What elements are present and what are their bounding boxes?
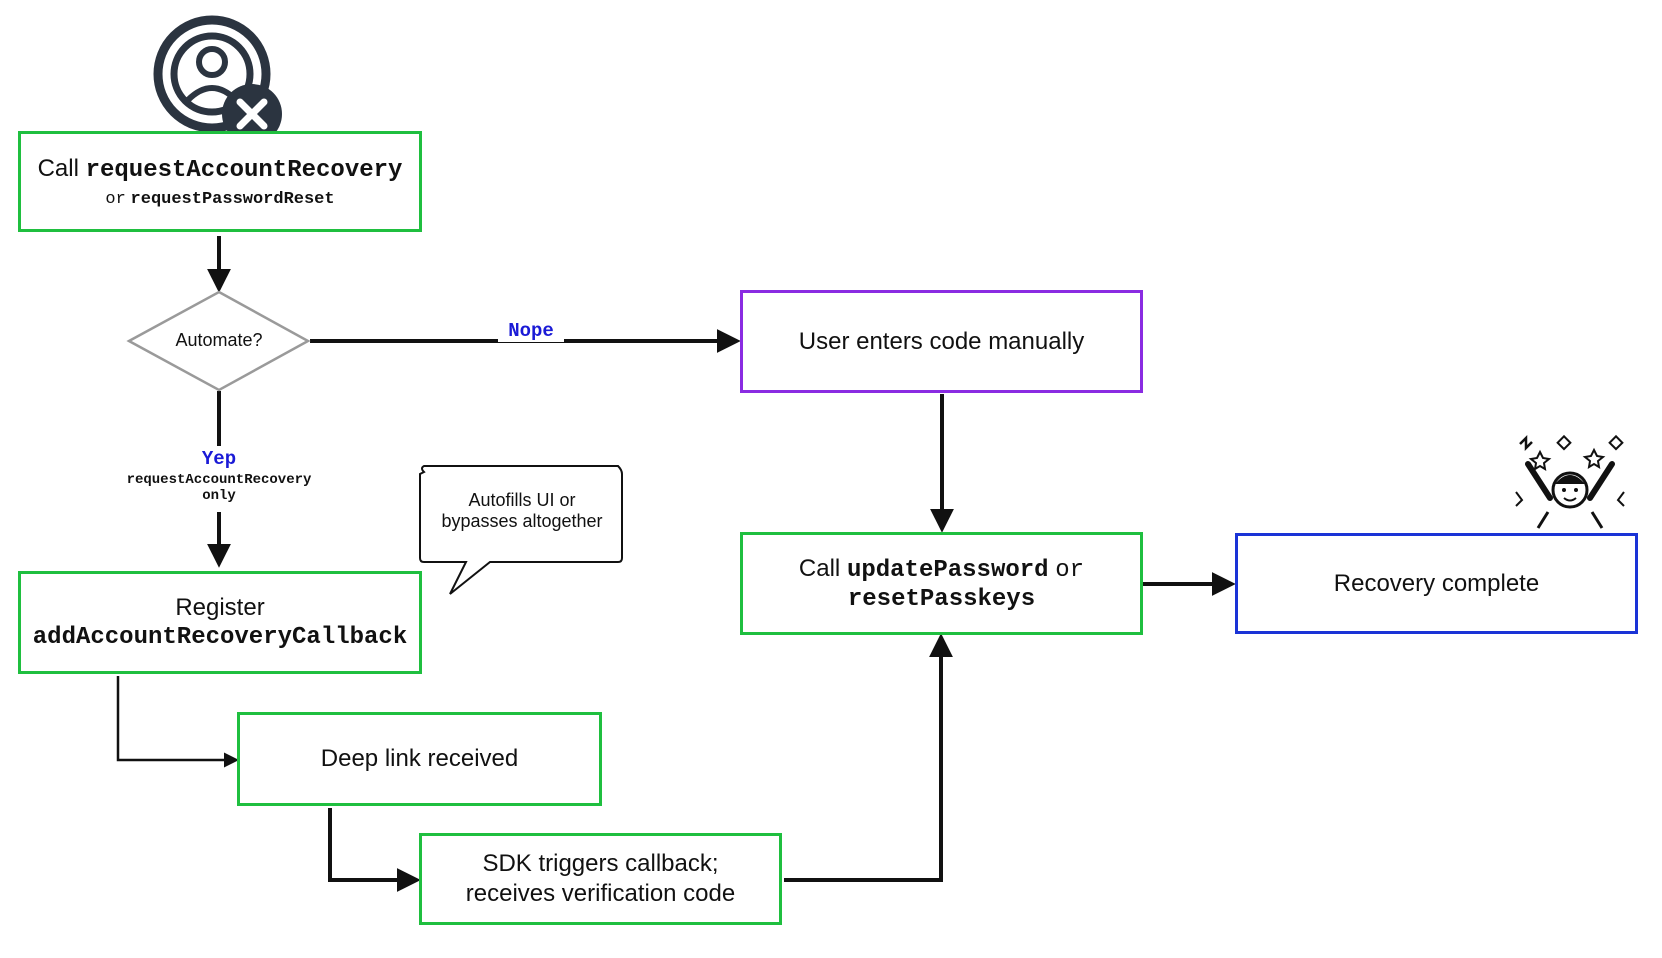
edge-deeplink-sdk — [328, 808, 421, 892]
update-line1: Call updatePassword or — [799, 555, 1084, 584]
decision-label: Automate? — [175, 330, 263, 350]
register-code: addAccountRecoveryCallback — [32, 624, 408, 651]
edge-yep-note2: only — [202, 488, 236, 504]
deeplink-label: Deep link received — [320, 745, 519, 772]
start-alt-prefix: or — [105, 189, 126, 209]
edge-yep-note1: requestAccountRecovery — [126, 472, 312, 488]
start-code: requestAccountRecovery — [85, 156, 403, 184]
sdk-line1: SDK triggers callback; — [482, 850, 719, 877]
update-code2: resetPasskeys — [847, 585, 1036, 613]
start-alt-code: requestPasswordReset — [130, 189, 335, 209]
start-prefix: Call — [37, 154, 79, 182]
decision-diamond — [126, 290, 311, 392]
edge-sdk-update — [784, 633, 953, 882]
update-code1: updatePassword — [846, 556, 1049, 584]
callout-text: Autofills UI or bypasses altogether — [422, 490, 622, 532]
update-or: or — [1055, 556, 1085, 584]
callout-line2: bypasses altogether — [441, 511, 603, 531]
node-sdk: SDK triggers callback; receives verifica… — [419, 833, 782, 925]
register-prefix: Register — [175, 594, 265, 621]
node-manual: User enters code manually — [740, 290, 1143, 393]
edge-yep-label: Yep — [201, 448, 237, 470]
edge-nope-label: Nope — [498, 320, 564, 342]
celebrating-person-icon — [1515, 434, 1625, 529]
node-deeplink: Deep link received — [237, 712, 602, 806]
node-register: Register addAccountRecoveryCallback — [18, 571, 422, 674]
user-x-icon — [153, 15, 282, 144]
start-line2: or requestPasswordReset — [105, 188, 334, 209]
update-prefix: Call — [798, 554, 841, 582]
manual-label: User enters code manually — [798, 327, 1085, 355]
edge-register-deeplink — [116, 676, 239, 768]
sdk-line2: receives verification code — [465, 880, 736, 907]
callout-bubble — [419, 465, 623, 595]
complete-label: Recovery complete — [1333, 569, 1540, 597]
start-line1: Call requestAccountRecovery — [38, 155, 403, 184]
callout-line1: Autofills UI or — [468, 490, 576, 510]
node-start: Call requestAccountRecovery or requestPa… — [18, 131, 422, 232]
node-complete: Recovery complete — [1235, 533, 1638, 634]
edge-yep-label-group: Yep requestAccountRecovery only — [104, 448, 334, 504]
node-update: Call updatePassword or resetPasskeys — [740, 532, 1143, 635]
